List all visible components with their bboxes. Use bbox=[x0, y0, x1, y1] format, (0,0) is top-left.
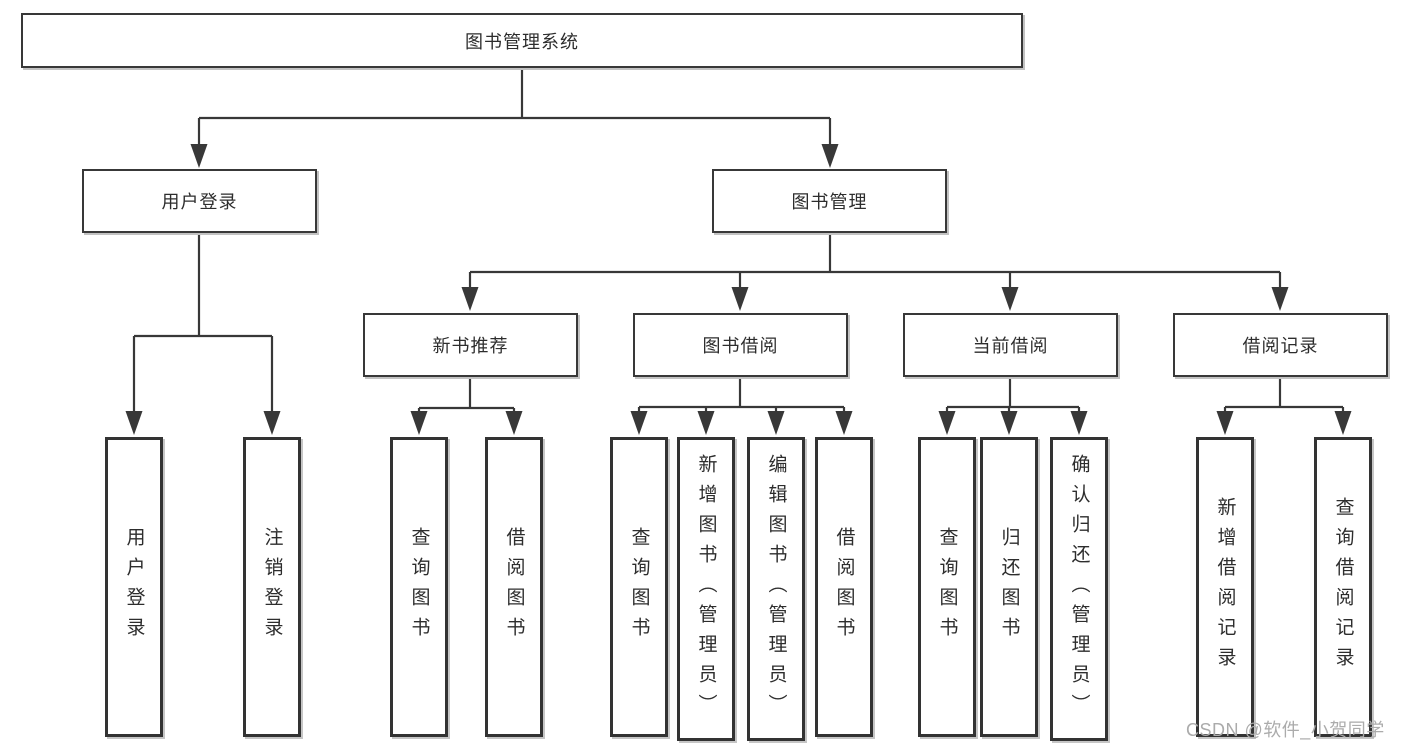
node-current-borrowing: 当前借阅 bbox=[903, 313, 1118, 377]
leaf-edit-books-admin-label: 编辑图书（管理员） bbox=[765, 454, 787, 724]
leaf-borrowing-query-books: 查询图书 bbox=[610, 437, 668, 737]
node-book-management-module: 图书管理 bbox=[712, 169, 947, 233]
leaf-return-books: 归还图书 bbox=[980, 437, 1038, 737]
node-book-borrowing-label: 图书借阅 bbox=[702, 336, 779, 356]
leaf-current-query-books: 查询图书 bbox=[918, 437, 976, 737]
node-book-borrowing: 图书借阅 bbox=[633, 313, 848, 377]
leaf-newbook-query-books: 查询图书 bbox=[390, 437, 448, 737]
node-root-system: 图书管理系统 bbox=[21, 13, 1023, 68]
leaf-newbook-borrow-books: 借阅图书 bbox=[485, 437, 543, 737]
node-root-system-label: 图书管理系统 bbox=[465, 31, 579, 52]
node-book-management-label: 图书管理 bbox=[791, 192, 868, 212]
csdn-watermark: CSDN @软件_小贺同学 bbox=[1186, 720, 1385, 740]
leaf-user-login-label: 用户登录 bbox=[123, 527, 145, 647]
leaf-logout-label: 注销登录 bbox=[261, 527, 283, 647]
leaf-confirm-return-admin: 确认归还（管理员） bbox=[1050, 437, 1108, 741]
node-borrow-records-label: 借阅记录 bbox=[1242, 336, 1319, 356]
leaf-borrowing-query-books-label: 查询图书 bbox=[628, 527, 650, 647]
leaf-query-borrow-record: 查询借阅记录 bbox=[1314, 437, 1372, 737]
node-new-book-recommend-label: 新书推荐 bbox=[432, 336, 509, 356]
node-user-login-label: 用户登录 bbox=[161, 192, 238, 212]
leaf-add-borrow-record: 新增借阅记录 bbox=[1196, 437, 1254, 737]
leaf-borrowing-borrow-books: 借阅图书 bbox=[815, 437, 873, 737]
leaf-edit-books-admin: 编辑图书（管理员） bbox=[747, 437, 805, 741]
leaf-newbook-borrow-books-label: 借阅图书 bbox=[503, 527, 525, 647]
leaf-add-books-admin: 新增图书（管理员） bbox=[677, 437, 735, 741]
leaf-return-books-label: 归还图书 bbox=[998, 527, 1020, 647]
node-new-book-recommend: 新书推荐 bbox=[363, 313, 578, 377]
leaf-logout: 注销登录 bbox=[243, 437, 301, 737]
leaf-current-query-books-label: 查询图书 bbox=[936, 527, 958, 647]
leaf-add-books-admin-label: 新增图书（管理员） bbox=[695, 454, 717, 724]
leaf-borrowing-borrow-books-label: 借阅图书 bbox=[833, 527, 855, 647]
leaf-newbook-query-books-label: 查询图书 bbox=[408, 527, 430, 647]
node-user-login-module: 用户登录 bbox=[82, 169, 317, 233]
leaf-user-login: 用户登录 bbox=[105, 437, 163, 737]
leaf-query-borrow-record-label: 查询借阅记录 bbox=[1332, 497, 1354, 677]
leaf-confirm-return-admin-label: 确认归还（管理员） bbox=[1068, 454, 1090, 724]
node-current-borrowing-label: 当前借阅 bbox=[972, 336, 1049, 356]
leaf-add-borrow-record-label: 新增借阅记录 bbox=[1214, 497, 1236, 677]
node-borrow-records: 借阅记录 bbox=[1173, 313, 1388, 377]
